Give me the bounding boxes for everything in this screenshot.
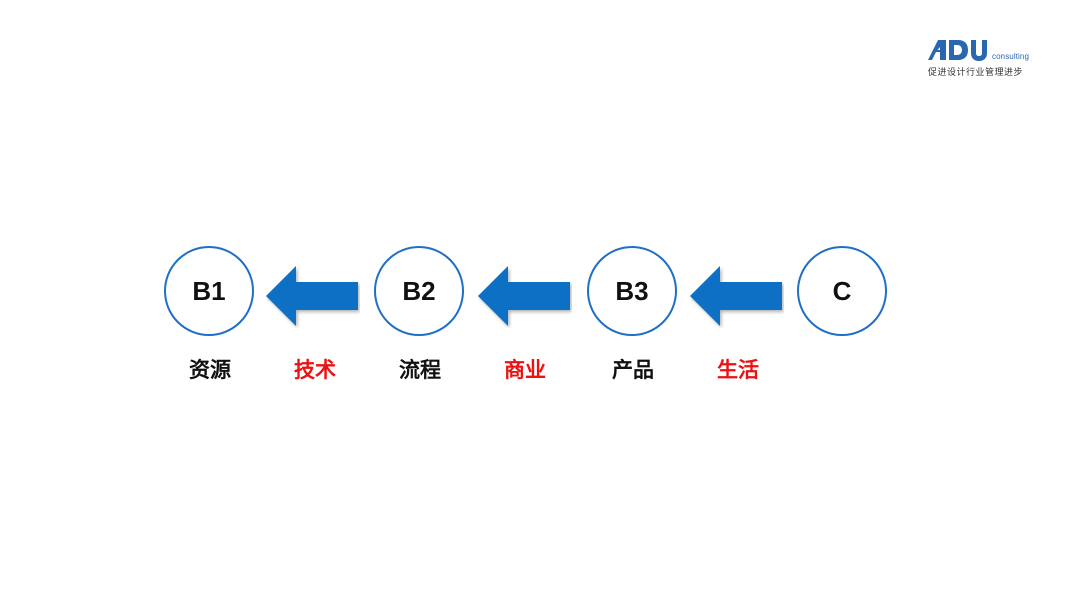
label-life: 生活 bbox=[717, 358, 759, 382]
arrow-left-icon bbox=[690, 266, 782, 326]
node-b1-label: B1 bbox=[192, 275, 226, 306]
adu-logo: consulting 促进设计行业管理进步 bbox=[928, 38, 1038, 78]
node-c: C bbox=[797, 246, 887, 336]
label-resource: 资源 bbox=[189, 358, 231, 382]
label-business: 商业 bbox=[504, 358, 546, 382]
node-b1: B1 bbox=[164, 246, 254, 336]
node-b3-label: B3 bbox=[615, 275, 649, 306]
adu-logo-mark-icon bbox=[928, 40, 987, 61]
arrow-left-icon bbox=[266, 266, 358, 326]
label-process: 流程 bbox=[399, 358, 441, 382]
logo-tagline: 促进设计行业管理进步 bbox=[928, 68, 1024, 78]
node-b2: B2 bbox=[374, 246, 464, 336]
label-product: 产品 bbox=[612, 358, 654, 382]
arrow-left-icon bbox=[478, 266, 570, 326]
label-technology: 技术 bbox=[294, 358, 336, 382]
logo-consulting-text: consulting bbox=[992, 52, 1030, 61]
node-b3: B3 bbox=[587, 246, 677, 336]
node-c-label: C bbox=[832, 275, 852, 306]
node-b2-label: B2 bbox=[402, 275, 436, 306]
